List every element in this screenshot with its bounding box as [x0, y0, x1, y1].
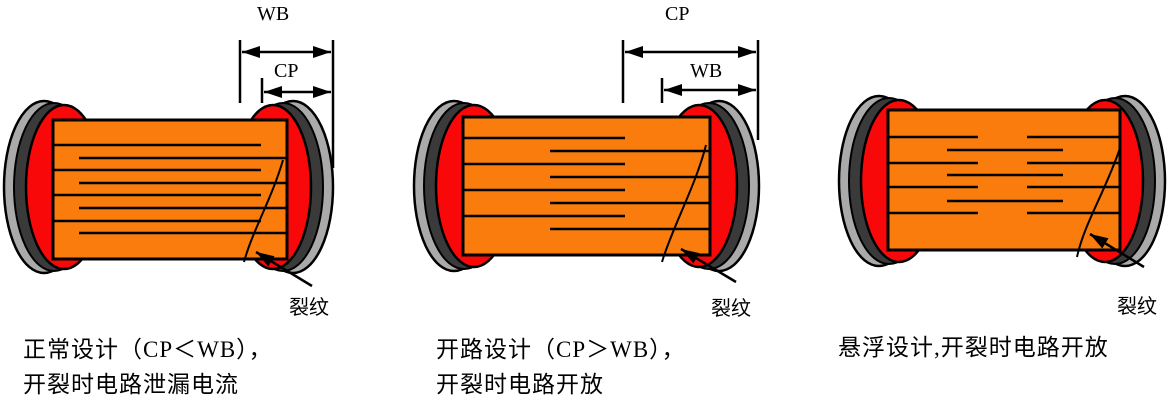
caption-line: 开裂时电路泄漏电流	[23, 372, 239, 397]
caption-floating-design: 悬浮设计,开裂时电路开放	[838, 330, 1109, 365]
caption-open-design: 开路设计（CP＞WB）， 开裂时电路开放	[436, 332, 686, 402]
ceramic-body	[461, 115, 712, 257]
caption-line: 悬浮设计,开裂时电路开放	[838, 335, 1109, 360]
crack-line	[243, 159, 284, 263]
dimension-lines-normal	[238, 40, 335, 168]
dimension-label-wb: WB	[257, 3, 290, 25]
electrode-lines	[53, 143, 287, 235]
electrode-lines	[463, 136, 710, 231]
crack-label: 裂纹	[711, 298, 751, 320]
caption-line: 开路设计（CP＞WB），	[436, 337, 686, 362]
dimension-label-cp: CP	[665, 3, 690, 25]
crack-pointer-arrow	[255, 250, 313, 288]
crack-line	[661, 144, 707, 263]
dimension-lines-open	[621, 40, 760, 140]
crack-line	[1076, 147, 1121, 258]
crack-pointer-arrow	[680, 247, 737, 284]
crack-label: 裂纹	[1117, 296, 1157, 318]
crack-label: 裂纹	[289, 297, 329, 319]
dimension-label-wb: WB	[690, 60, 723, 82]
caption-line: 正常设计（CP＜WB），	[23, 337, 273, 362]
ceramic-body	[886, 108, 1122, 252]
capacitor-normal-design	[2, 99, 335, 288]
caption-normal-design: 正常设计（CP＜WB）， 开裂时电路泄漏电流	[23, 332, 273, 402]
dimension-label-cp: CP	[274, 60, 299, 82]
crack-pointer-arrow	[1089, 232, 1145, 269]
ceramic-body	[51, 118, 289, 261]
electrode-lines	[888, 135, 1120, 215]
capacitor-floating-design	[837, 94, 1167, 269]
capacitor-open-design	[412, 99, 761, 284]
caption-line: 开裂时电路开放	[436, 372, 604, 397]
